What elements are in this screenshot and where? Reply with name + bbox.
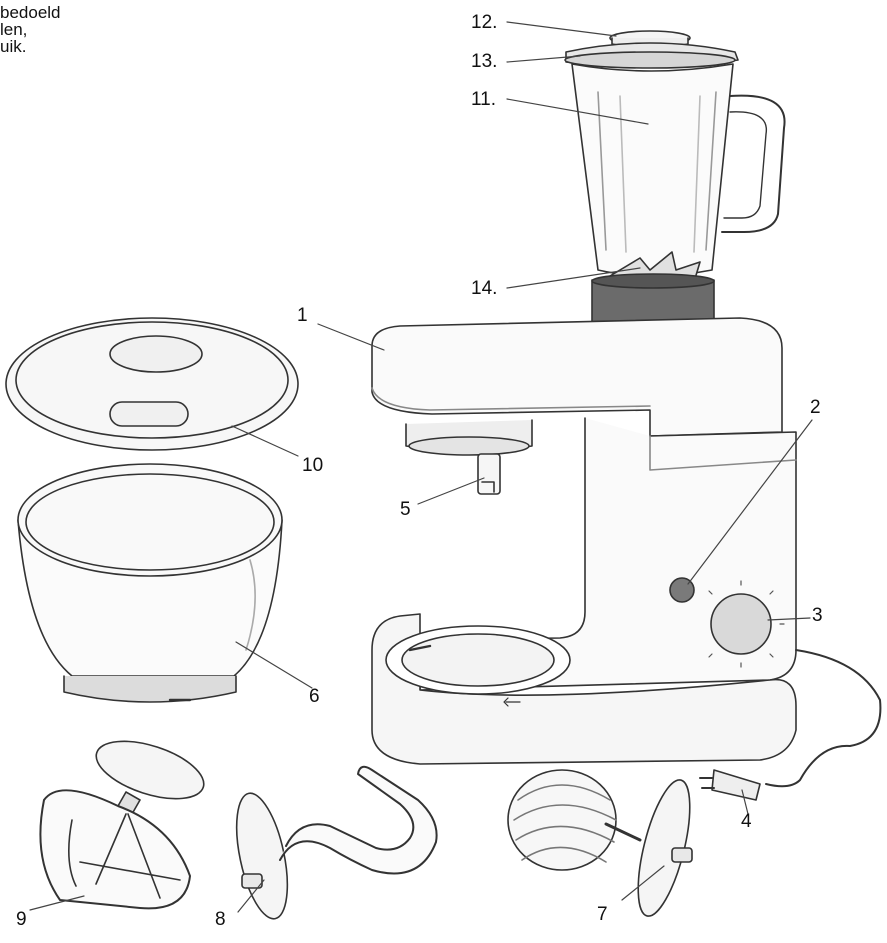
label-12: 12.: [471, 12, 498, 33]
dough-hook: [235, 765, 438, 920]
intro-line-3: uik.: [0, 37, 27, 56]
power-cord: [699, 649, 882, 801]
label-8: 8: [215, 909, 226, 930]
label-3: 3: [812, 605, 823, 626]
label-1: 1: [297, 305, 308, 326]
intro-line-2: len,: [0, 20, 28, 39]
intro-line-1: bedoeld: [0, 3, 61, 22]
label-13: 13.: [471, 51, 498, 72]
label-11: 11.: [471, 89, 497, 110]
splash-lid: [5, 317, 299, 451]
blender-jug: [564, 30, 786, 283]
mixer-body: [371, 317, 797, 765]
label-5: 5: [400, 499, 411, 520]
mixing-bowl: [17, 463, 283, 703]
label-14: 14.: [471, 278, 498, 299]
label-7: 7: [597, 904, 608, 925]
flat-beater: [39, 740, 205, 910]
label-6: 6: [309, 686, 320, 707]
label-10: 10: [302, 455, 324, 476]
label-4: 4: [741, 811, 752, 832]
label-2: 2: [810, 397, 821, 418]
balloon-whisk: [507, 769, 693, 917]
leader-lines: [29, 21, 813, 913]
intro-text: bedoeld len, uik.: [0, 4, 61, 55]
label-9: 9: [16, 909, 27, 930]
